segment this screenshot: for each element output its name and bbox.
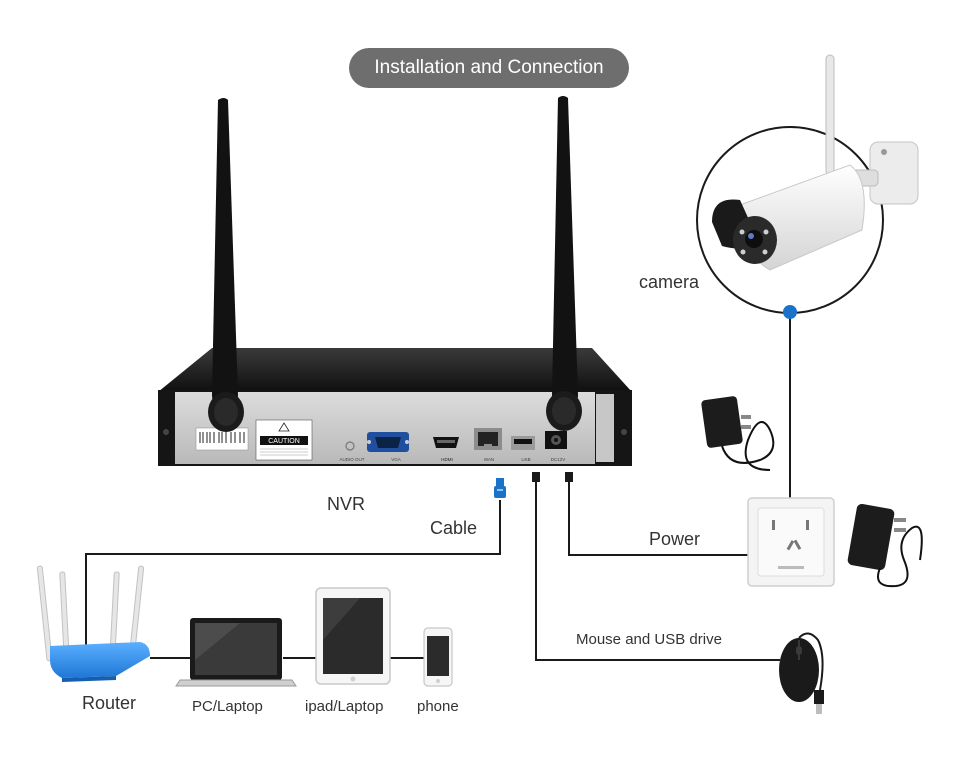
dc-port-icon — [545, 431, 567, 449]
power-adapter-plugged-icon — [847, 503, 923, 588]
nvr-label: NVR — [327, 494, 366, 514]
laptop-icon — [175, 618, 297, 687]
cable-line — [85, 500, 501, 652]
audio-port-icon — [345, 441, 355, 451]
pc-laptop-label: PC/Laptop — [192, 698, 263, 715]
router-icon — [36, 565, 150, 682]
port-label-usb: USB — [521, 457, 530, 462]
page-title: Installation and Connection — [349, 48, 629, 88]
ipad-laptop-label: ipad/Laptop — [305, 698, 384, 715]
phone-icon — [423, 627, 453, 687]
power-label: Power — [649, 529, 701, 549]
nvr-antenna-right — [546, 96, 582, 431]
power-adapter-icon — [701, 396, 775, 471]
usb-line — [535, 478, 780, 661]
router-label: Router — [82, 693, 137, 713]
phone-label: phone — [417, 698, 459, 715]
camera-label: camera — [639, 272, 700, 292]
hdmi-port-icon — [433, 437, 459, 448]
usb-plug-icon — [532, 472, 540, 482]
wall-socket-icon — [747, 497, 835, 587]
port-label-hdmi: HDMI — [441, 457, 453, 462]
usb-port-icon — [511, 436, 535, 450]
caution-text: CAUTION — [268, 438, 300, 445]
power-line — [568, 478, 748, 556]
camera-illustration — [696, 54, 919, 314]
mouse-usb-label: Mouse and USB drive — [576, 631, 722, 648]
port-label-vga: VGA — [391, 457, 401, 462]
ethernet-connector-icon — [494, 478, 506, 498]
camera-antenna-icon — [825, 54, 835, 176]
dc-plug-icon — [565, 472, 573, 482]
mouse-icon — [779, 632, 824, 714]
port-label-audio: AUDIO OUT — [339, 457, 364, 462]
port-label-dc: DC12V — [551, 457, 566, 462]
nvr-device: CAUTION AUDIO OUT VGA HDMI — [158, 348, 632, 466]
wan-port-icon — [474, 428, 502, 450]
tablet-icon — [315, 587, 391, 685]
camera-connector-dot — [783, 305, 797, 319]
vga-port-icon — [367, 432, 409, 452]
port-label-wan: WAN — [484, 457, 494, 462]
nvr-antenna-left — [208, 98, 244, 432]
cable-label: Cable — [430, 518, 478, 538]
connection-lines — [85, 312, 791, 661]
